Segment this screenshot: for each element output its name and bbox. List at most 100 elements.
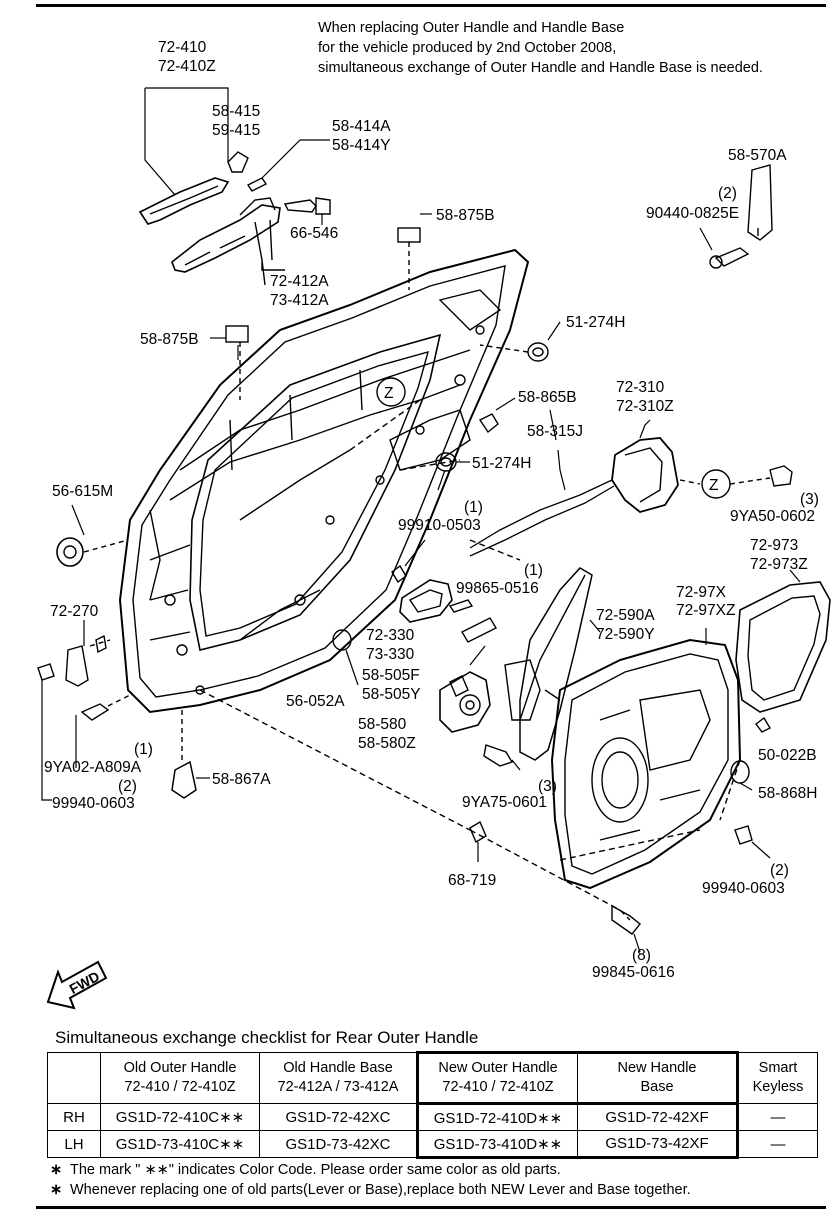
door-latch	[611, 437, 679, 513]
callout-58-580z: 58-580Z	[358, 735, 416, 752]
bottom-rule	[36, 1206, 826, 1209]
callout-99910-0503: 99910-0503	[398, 517, 481, 534]
qty-99940-left: (2)	[118, 778, 137, 795]
callout-99845-0616: 99845-0616	[592, 964, 675, 981]
qty-9ya02: (1)	[134, 741, 153, 758]
asterisk-icon: ∗	[50, 1182, 63, 1198]
callout-72-97x: 72-97X	[676, 584, 727, 601]
footnote-color-code: ∗The mark " ∗∗" indicates Color Code. Pl…	[50, 1162, 561, 1178]
callout-73-330: 73-330	[366, 646, 415, 663]
qty-99940-right: (2)	[770, 862, 789, 879]
top-rule	[36, 4, 826, 7]
callout-58-505f: 58-505F	[362, 667, 420, 684]
callout-58-580: 58-580	[358, 716, 407, 733]
callout-58-867a: 58-867A	[212, 771, 271, 788]
cell-new-handle: GS1D-73-410D∗∗	[416, 1130, 578, 1159]
z-marker-1: Z	[384, 385, 393, 402]
cell-old-base: GS1D-72-42XC	[259, 1103, 418, 1131]
row-side: LH	[47, 1130, 101, 1158]
callout-72-412a: 72-412A	[270, 273, 329, 290]
callout-66-546: 66-546	[290, 225, 338, 242]
callout-9ya75-0601: 9YA75-0601	[462, 794, 547, 811]
callout-9ya02-a809a: 9YA02-A809A	[44, 759, 142, 776]
callout-72-973z: 72-973Z	[750, 556, 808, 573]
table-row: LH GS1D-73-410C∗∗ GS1D-73-42XC GS1D-73-4…	[47, 1130, 818, 1159]
notice-line-2: for the vehicle produced by 2nd October …	[318, 40, 617, 56]
cell-new-base: GS1D-73-42XF	[577, 1130, 739, 1159]
cell-old-base: GS1D-73-42XC	[259, 1130, 418, 1158]
qty-99845: (8)	[632, 947, 651, 964]
callout-68-719: 68-719	[448, 872, 496, 889]
callout-59-415: 59-415	[212, 122, 260, 139]
sealing-screen	[735, 581, 831, 713]
callout-72-973: 72-973	[750, 537, 798, 554]
door-module-panel	[550, 638, 742, 890]
callout-9ya50-0602: 9YA50-0602	[730, 508, 815, 525]
callout-58-414y: 58-414Y	[332, 137, 391, 154]
callout-58-414a: 58-414A	[332, 118, 391, 135]
inner-handle	[399, 579, 453, 623]
handle-base	[171, 204, 281, 273]
door-inner-panel	[118, 248, 530, 714]
callout-58-875b-top: 58-875B	[436, 207, 495, 224]
callout-58-865b: 58-865B	[518, 389, 577, 406]
exploded-door-diagram: FWD 72-410 72-410Z 58-415 59-415 58-414A…	[37, 39, 831, 1010]
qty-9ya50: (3)	[800, 491, 819, 508]
callout-51-274h-mid: 51-274H	[472, 455, 531, 472]
part-callouts: 72-410 72-410Z 58-415 59-415 58-414A 58-…	[44, 39, 819, 981]
callout-50-022b: 50-022B	[758, 747, 817, 764]
cell-keyless: —	[737, 1103, 818, 1131]
z-marker-2: Z	[709, 477, 718, 494]
fwd-arrow-icon: FWD	[46, 960, 108, 1010]
qty-99910: (1)	[464, 499, 483, 516]
callout-72-410: 72-410	[158, 39, 207, 56]
callout-72-330: 72-330	[366, 627, 415, 644]
replacement-notice: When replacing Outer Handle and Handle B…	[318, 18, 763, 78]
regulator-motor	[439, 671, 491, 733]
notice-line-3: simultaneous exchange of Outer Handle an…	[318, 60, 763, 76]
table-row: RH GS1D-72-410C∗∗ GS1D-72-42XC GS1D-72-4…	[47, 1103, 818, 1131]
callout-58-570a: 58-570A	[728, 147, 787, 164]
callout-58-415: 58-415	[212, 103, 260, 120]
qty-99865: (1)	[524, 562, 543, 579]
callout-72-270: 72-270	[50, 603, 99, 620]
callout-58-868h: 58-868H	[758, 785, 817, 802]
cell-new-base: GS1D-72-42XF	[577, 1103, 739, 1131]
checklist-title: Simultaneous exchange checklist for Rear…	[55, 1028, 479, 1047]
callout-72-310z: 72-310Z	[616, 398, 674, 415]
qty-90440: (2)	[718, 185, 737, 202]
cell-keyless: —	[737, 1130, 818, 1158]
callout-58-875b-left: 58-875B	[140, 331, 199, 348]
callout-99940-0603-right: 99940-0603	[702, 880, 785, 897]
cell-new-handle: GS1D-72-410D∗∗	[416, 1103, 578, 1131]
cell-old-handle: GS1D-73-410C∗∗	[100, 1130, 260, 1158]
outer-handle	[138, 177, 230, 225]
window-regulator	[519, 567, 593, 761]
row-side: RH	[47, 1103, 101, 1131]
asterisk-icon: ∗	[50, 1162, 63, 1178]
callout-72-590a: 72-590A	[596, 607, 655, 624]
callout-73-412a: 73-412A	[270, 292, 329, 309]
callout-72-590y: 72-590Y	[596, 626, 655, 643]
qty-9ya75: (3)	[538, 778, 557, 795]
callout-72-410z: 72-410Z	[158, 58, 216, 75]
callout-56-615m: 56-615M	[52, 483, 113, 500]
callout-99865-0516: 99865-0516	[456, 580, 539, 597]
callout-58-505y: 58-505Y	[362, 686, 421, 703]
callout-56-052a: 56-052A	[286, 693, 345, 710]
footnotes: ∗The mark " ∗∗" indicates Color Code. Pl…	[50, 1160, 691, 1200]
callout-51-274h-top: 51-274H	[566, 314, 625, 331]
callout-99940-0603-left: 99940-0603	[52, 795, 135, 812]
cell-old-handle: GS1D-72-410C∗∗	[100, 1103, 260, 1131]
callout-72-310: 72-310	[616, 379, 665, 396]
notice-line-1: When replacing Outer Handle and Handle B…	[318, 20, 625, 36]
callout-58-315j: 58-315J	[527, 423, 583, 440]
header-side	[47, 1052, 101, 1104]
footnote-replace-both: ∗Whenever replacing one of old parts(Lev…	[50, 1182, 691, 1198]
